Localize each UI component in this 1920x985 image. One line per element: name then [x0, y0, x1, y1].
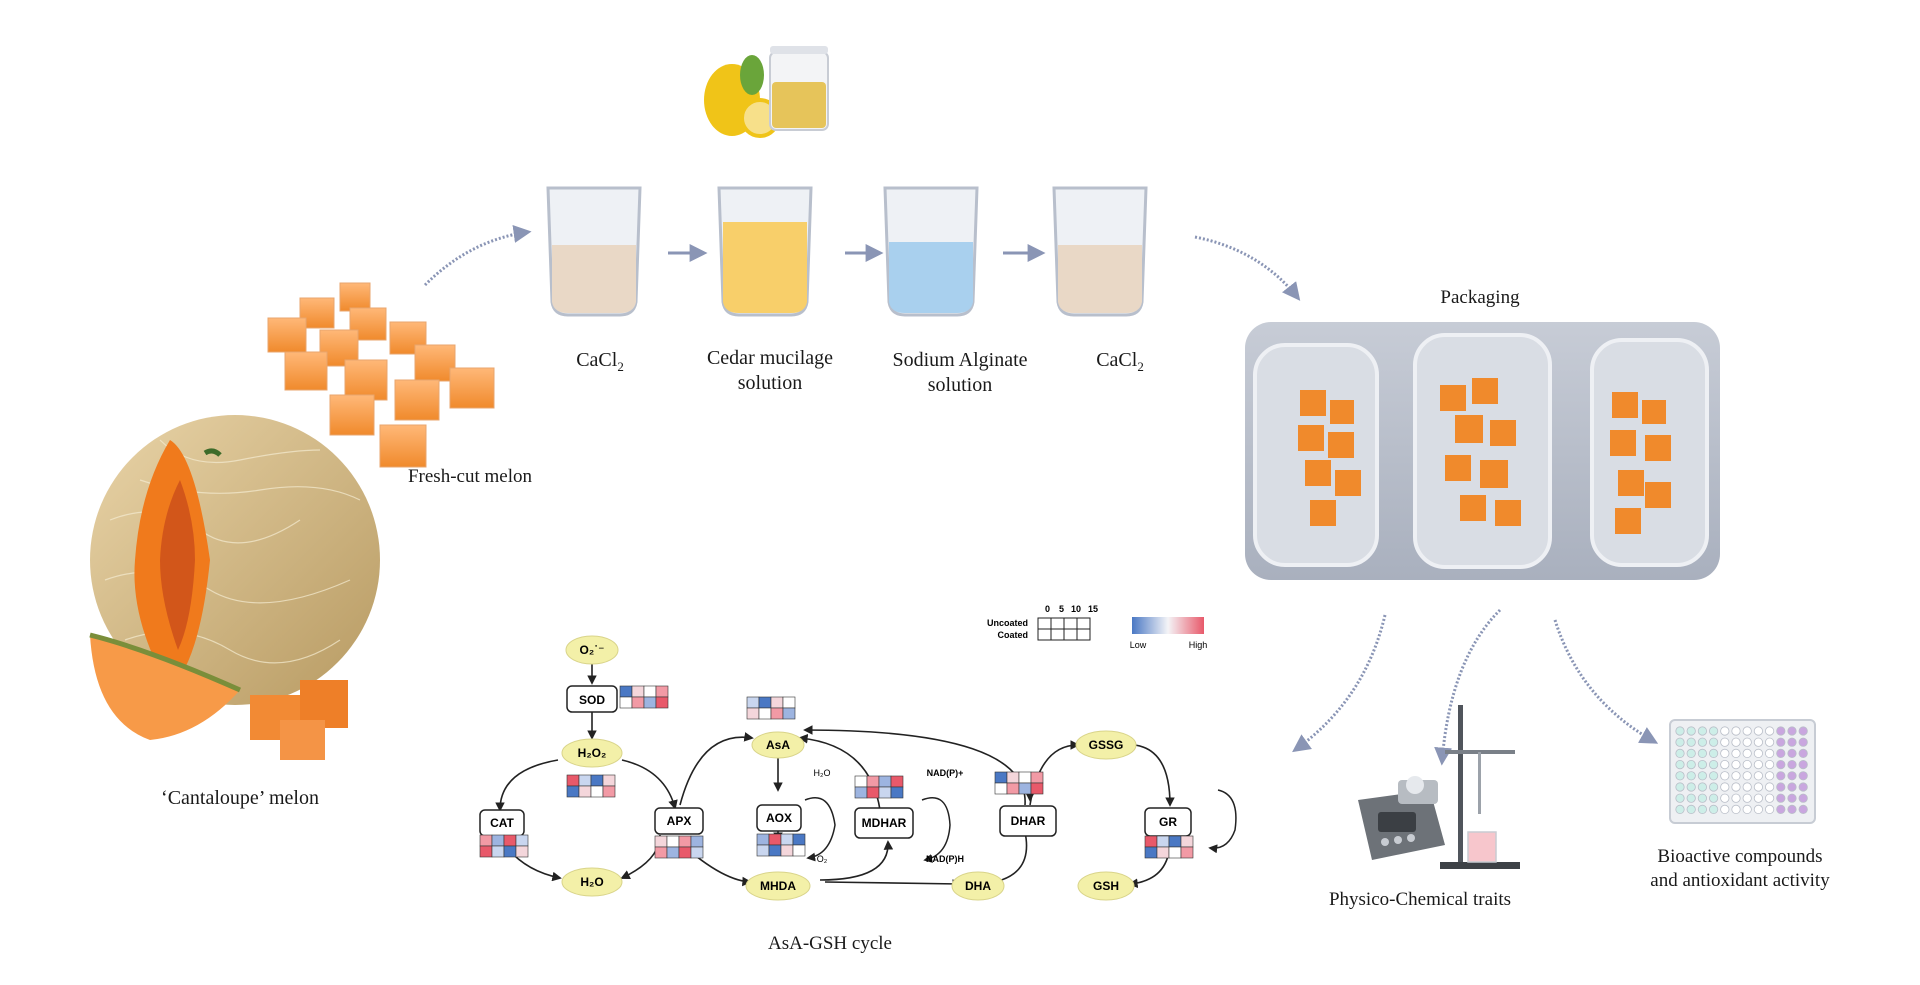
label-dhar: DHAR	[1011, 814, 1046, 828]
label-mhda: MHDA	[760, 879, 796, 893]
packaging-photo	[1245, 322, 1720, 580]
label-sod: SOD	[579, 693, 605, 707]
instruments-icon	[1358, 705, 1520, 869]
label-gr: GR	[1159, 815, 1177, 829]
node-sod	[566, 685, 618, 713]
node-gsh	[1077, 871, 1135, 901]
heatmap-legend: 0 5 10 15 Uncoated Coated Low High	[987, 604, 1207, 650]
node-dhar	[999, 805, 1057, 837]
node-h2o2	[561, 738, 623, 768]
legend-uncoated: Uncoated	[987, 618, 1028, 628]
microplate-icon	[1669, 719, 1816, 824]
label-packaging: Packaging	[1440, 287, 1520, 308]
node-aox	[756, 804, 802, 832]
beaker-alginate	[883, 186, 979, 317]
process-arrows	[423, 225, 1659, 766]
node-dha	[951, 871, 1005, 901]
label-physico-chemical: Physico-Chemical traits	[1328, 889, 1512, 910]
asa-gsh-pathway: O₂˙⁻ SOD H₂O₂ CAT APX H₂O AsA AOX H₂O O₂…	[479, 635, 1237, 901]
legend-gradient	[1132, 617, 1204, 634]
legend-day-15: 15	[1088, 604, 1098, 614]
beaker-cacl2-2	[1052, 186, 1148, 317]
node-gssg	[1075, 730, 1137, 760]
label-fresh-cut: Fresh-cut melon	[407, 466, 532, 487]
label-h2o: H₂O	[580, 875, 603, 889]
legend-low: Low	[1130, 640, 1147, 650]
label-nadp-plus: NAD(P)+	[927, 768, 964, 778]
node-apx	[654, 807, 704, 835]
legend-high: High	[1189, 640, 1208, 650]
label-mhdar: MDHAR	[862, 816, 907, 830]
label-cat: CAT	[490, 816, 514, 830]
legend-day-5: 5	[1059, 604, 1064, 614]
label-gssg: GSSG	[1089, 738, 1124, 752]
node-h2o	[561, 867, 623, 897]
melon-cube-group	[250, 680, 348, 760]
label-o2-radical: O₂˙⁻	[580, 643, 605, 657]
fresh-cut-cubes	[267, 282, 495, 468]
label-asa-gsh-cycle: AsA-GSH cycle	[767, 933, 892, 954]
label-h2o-aox: H₂O	[814, 768, 831, 778]
label-h2o2: H₂O₂	[578, 746, 607, 760]
label-cacl2-1: CaCl2	[576, 349, 624, 374]
label-cantaloupe: ‘Cantaloupe’ melon	[161, 787, 319, 809]
cedar-fruit-icon	[704, 46, 829, 138]
label-dha: DHA	[965, 879, 991, 893]
label-nadph: NAD(P)H	[926, 854, 964, 864]
legend-day-10: 10	[1071, 604, 1081, 614]
label-o2: O₂	[817, 854, 828, 864]
legend-coated: Coated	[997, 630, 1028, 640]
beaker-cedar	[717, 186, 813, 317]
node-asa	[751, 731, 805, 759]
node-mhda	[745, 871, 811, 901]
node-o2-radical	[565, 635, 619, 665]
label-aox: AOX	[766, 811, 792, 825]
label-gsh: GSH	[1093, 879, 1119, 893]
node-mhdar	[854, 807, 914, 839]
label-asa: AsA	[766, 738, 790, 752]
cantaloupe-illustration	[89, 415, 380, 760]
label-apx: APX	[667, 814, 692, 828]
legend-day-0: 0	[1045, 604, 1050, 614]
beaker-cacl2-1	[546, 186, 642, 317]
label-cacl2-2: CaCl2	[1096, 349, 1144, 374]
